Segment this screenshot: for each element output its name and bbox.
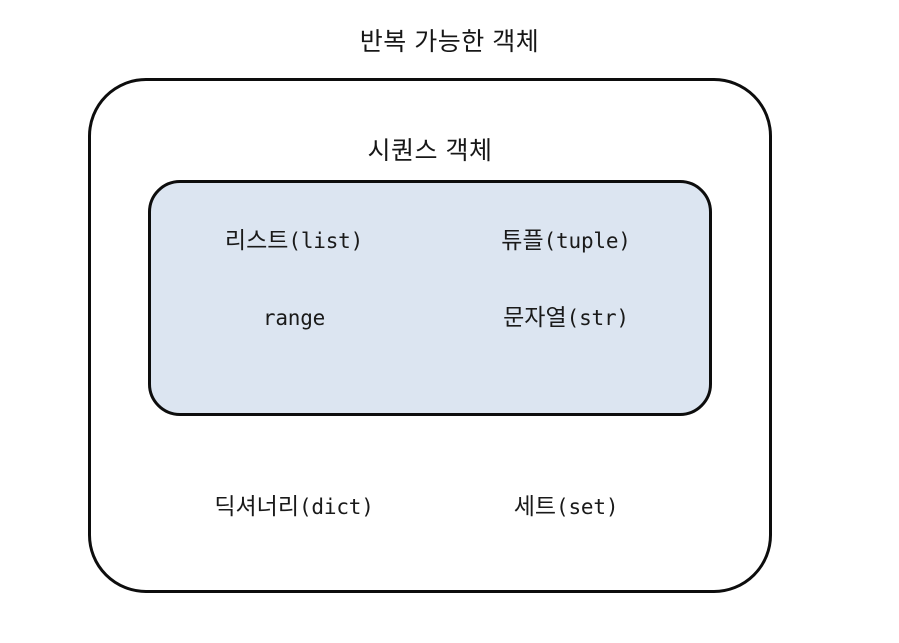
set-item-label-ko: 세트 bbox=[513, 493, 557, 519]
str-item-label-ko: 문자열 bbox=[503, 304, 567, 330]
range-item: range bbox=[158, 299, 430, 336]
dict-item: 딕셔너리(dict) bbox=[158, 488, 430, 525]
set-item-label-en: (set) bbox=[556, 495, 619, 519]
set-item: 세트(set) bbox=[430, 488, 702, 525]
dict-item-label-en: (dict) bbox=[298, 495, 374, 519]
range-item-label-en: range bbox=[262, 306, 326, 330]
sequence-objects-box bbox=[148, 180, 712, 416]
list-item-label-ko: 리스트 bbox=[224, 227, 289, 253]
list-item-label-en: (list) bbox=[288, 229, 364, 253]
outer-box-title: 반복 가능한 객체 bbox=[359, 28, 540, 56]
non-sequence-item-grid: 딕셔너리(dict) 세트(set) bbox=[158, 488, 702, 525]
sequence-item-grid: 리스트(list) 튜플(tuple) range 문자열(str) bbox=[158, 222, 702, 336]
dict-item-label-ko: 딕셔너리 bbox=[214, 493, 299, 519]
str-item-label-en: (str) bbox=[566, 306, 629, 330]
tuple-item: 튜플(tuple) bbox=[430, 222, 702, 259]
list-item: 리스트(list) bbox=[158, 222, 430, 259]
tuple-item-label-en: (tuple) bbox=[543, 229, 631, 253]
inner-box-title: 시퀀스 객체 bbox=[367, 137, 493, 165]
str-item: 문자열(str) bbox=[430, 299, 702, 336]
tuple-item-label-ko: 튜플 bbox=[501, 227, 544, 253]
